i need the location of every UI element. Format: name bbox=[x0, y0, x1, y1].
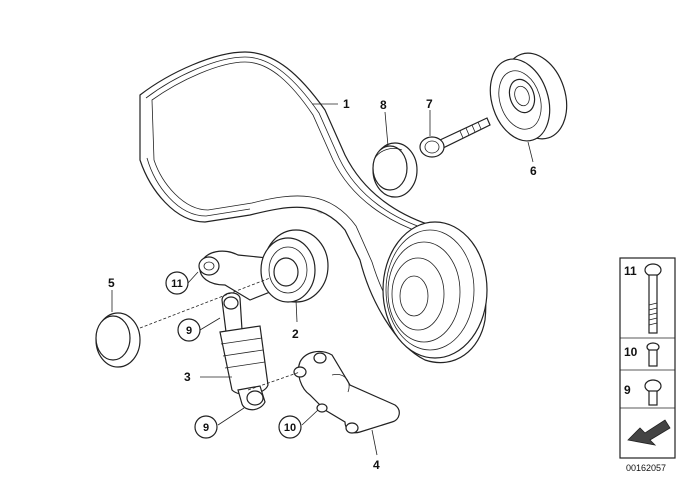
pulley-bolt bbox=[419, 117, 491, 158]
callout-9-bottom: 9 bbox=[203, 422, 209, 434]
fastener-legend: 11 10 9 bbox=[619, 257, 676, 459]
belt-pulley bbox=[382, 221, 488, 359]
long-bolt-icon bbox=[644, 263, 662, 334]
callout-10: 10 bbox=[284, 422, 296, 434]
callout-11: 11 bbox=[171, 278, 183, 290]
vibration-damper bbox=[219, 292, 269, 411]
tensioner-bracket bbox=[293, 350, 400, 434]
direction-arrow-icon bbox=[627, 419, 671, 446]
legend-number-11: 11 bbox=[624, 264, 637, 278]
callout-6: 6 bbox=[530, 164, 537, 178]
tension-pulley bbox=[198, 229, 329, 303]
deflection-pulley bbox=[489, 52, 568, 142]
legend-number-10: 10 bbox=[624, 345, 638, 359]
callout-7: 7 bbox=[426, 97, 433, 111]
callout-8: 8 bbox=[380, 98, 387, 112]
callout-4: 4 bbox=[373, 458, 380, 472]
callout-circle-11 bbox=[165, 271, 189, 295]
callout-2: 2 bbox=[292, 327, 299, 341]
short-bolt-icon bbox=[646, 342, 660, 367]
legend-number-9: 9 bbox=[624, 383, 631, 397]
callout-circle-9-top bbox=[177, 318, 201, 342]
callout-circle-9-bottom bbox=[194, 415, 218, 439]
callout-circle-10 bbox=[278, 415, 302, 439]
callout-9-top: 9 bbox=[186, 325, 192, 337]
drawing-code: 00162057 bbox=[626, 463, 666, 473]
callout-5: 5 bbox=[108, 276, 115, 290]
callout-1: 1 bbox=[343, 97, 350, 111]
hex-bolt-icon bbox=[644, 379, 662, 406]
callout-3: 3 bbox=[184, 370, 191, 384]
leader-lines bbox=[111, 103, 534, 456]
protective-cap bbox=[372, 142, 418, 198]
pulley-cap bbox=[95, 312, 141, 368]
callouts: 1 2 3 4 5 6 7 8 11 9 9 10 bbox=[108, 97, 537, 472]
